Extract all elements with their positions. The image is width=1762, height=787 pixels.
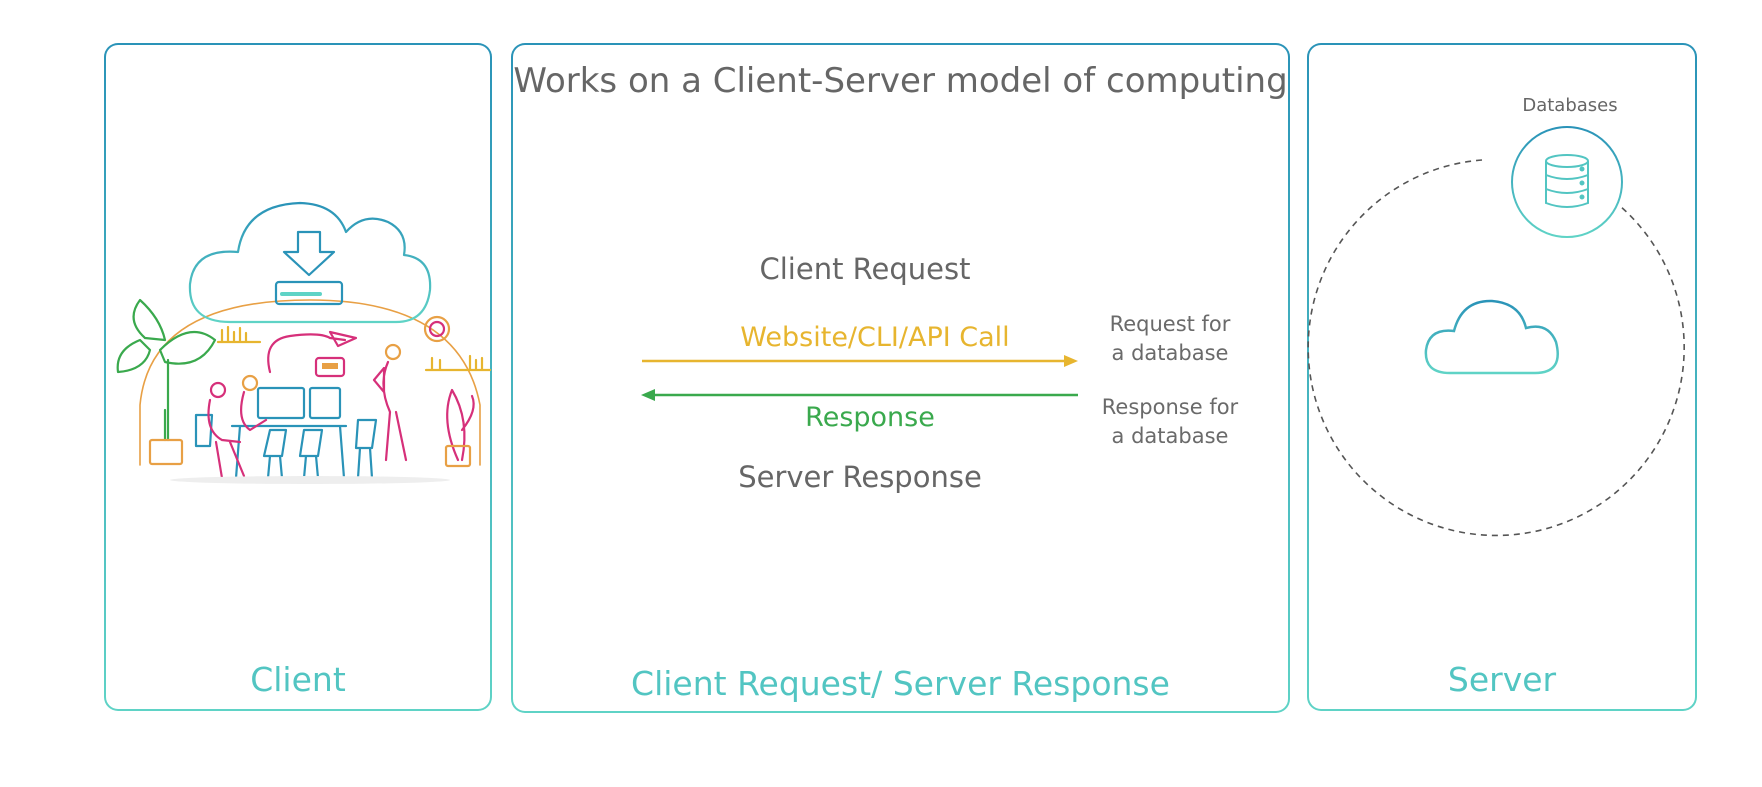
response-arrow [641,389,1078,401]
team-workspace-illustration [116,201,492,484]
response-label: Response [805,402,935,433]
response-db-line1: Response for [1101,395,1239,419]
databases-label: Databases [1522,95,1618,116]
client-panel: Client [104,43,492,711]
request-db-line1: Request for [1109,312,1231,336]
client-request-heading: Client Request [759,252,971,286]
call-label: Website/CLI/API Call [740,322,1010,353]
cloud-icon [1424,299,1559,375]
server-response-heading: Server Response [738,460,982,494]
diagram-title: Works on a Client-Server model of comput… [513,61,1288,101]
request-response-label: Client Request/ Server Response [631,664,1170,703]
response-db-line2: a database [1111,424,1229,448]
request-arrow [642,355,1078,367]
database-icon [1545,154,1589,208]
request-response-panel: Works on a Client-Server model of comput… [511,43,1290,713]
server-panel: Server [1307,43,1697,711]
server-label: Server [1447,660,1557,699]
server-graphics [1307,126,1685,537]
cloud-download-icon [188,201,432,324]
request-db-line2: a database [1111,341,1229,365]
client-label: Client [250,660,346,699]
